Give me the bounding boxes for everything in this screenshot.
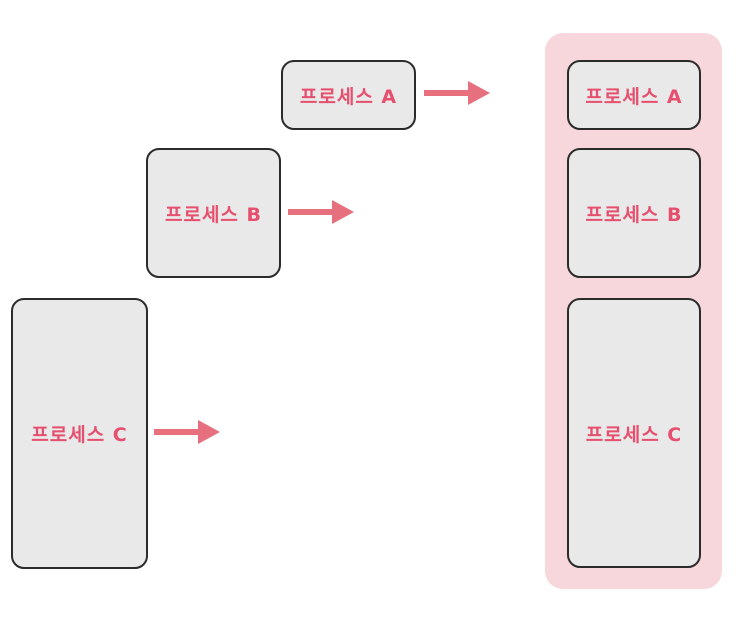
arrow-right-icon <box>288 200 354 224</box>
memory-process-b-label: 프로세스 B <box>585 203 683 226</box>
process-b-label: 프로세스 B <box>164 203 263 226</box>
memory-container: 프로세스 A 프로세스 B 프로세스 C <box>545 33 722 589</box>
process-b-box: 프로세스 B <box>146 148 281 278</box>
process-a-box: 프로세스 A <box>281 60 416 130</box>
process-c-label: 프로세스 C <box>31 424 128 446</box>
memory-process-c-box: 프로세스 C <box>567 298 701 568</box>
arrow-right-icon <box>154 420 220 444</box>
memory-process-a-box: 프로세스 A <box>567 60 701 130</box>
memory-process-c-label: 프로세스 C <box>585 423 683 446</box>
process-a-label: 프로세스 A <box>299 85 398 108</box>
memory-process-b-box: 프로세스 B <box>567 148 701 278</box>
arrow-right-icon <box>424 81 490 105</box>
process-c-box: 프로세스 C <box>11 298 148 569</box>
memory-process-a-label: 프로세스 A <box>585 85 683 108</box>
